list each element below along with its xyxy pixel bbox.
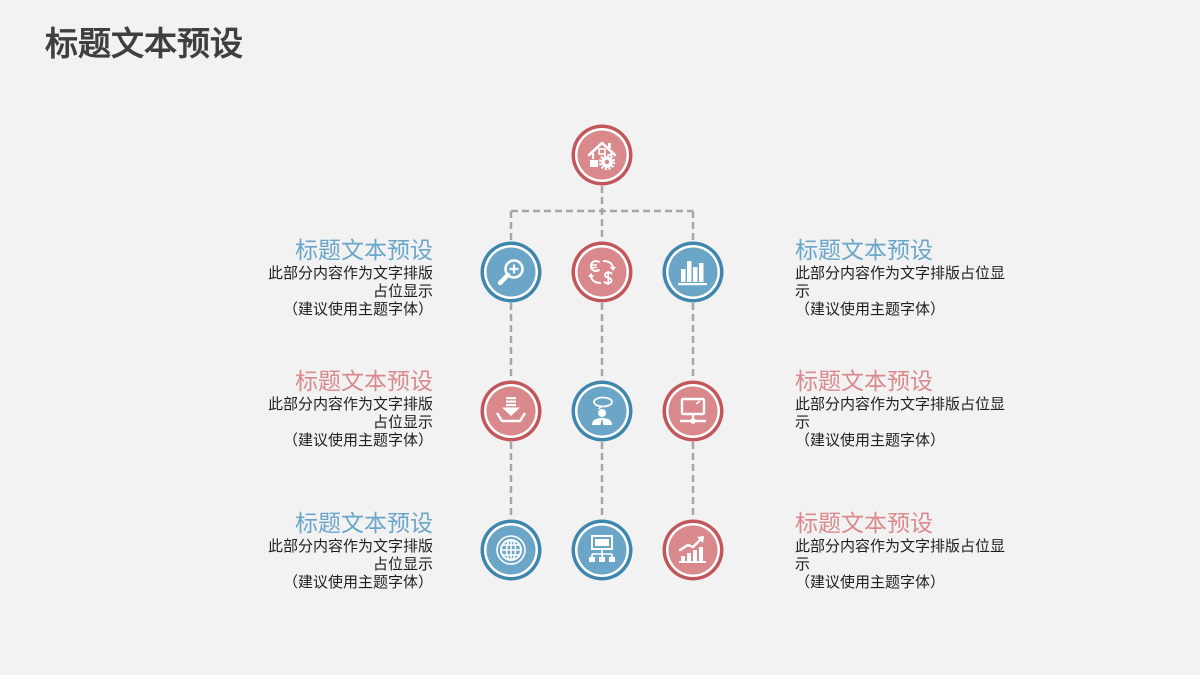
block-title: 标题文本预设 [795, 238, 933, 264]
node-fill [577, 130, 627, 180]
bar-chart-icon [678, 261, 707, 286]
block-title: 标题文本预设 [295, 369, 433, 395]
node-row1-col3 [662, 241, 724, 303]
node-row3-col2 [571, 519, 633, 581]
person-speech-icon [592, 396, 613, 425]
network-computer-icon [589, 535, 615, 562]
node-row3-col3 [662, 519, 724, 581]
block-body: 此部分内容作为文字排版占位显示 [267, 395, 433, 431]
block-note: （建议使用主题字体） [282, 300, 433, 318]
monitor-icon [680, 397, 706, 424]
block-note: （建议使用主题字体） [282, 431, 433, 449]
download-tray-icon [495, 397, 527, 423]
text-block-right-2: 标题文本预设 此部分内容作为文字排版占位显示 （建议使用主题字体） [795, 369, 1007, 449]
block-body: 此部分内容作为文字排版占位显示 [795, 395, 1006, 431]
growth-chart-icon [678, 536, 706, 563]
block-body: 此部分内容作为文字排版占位显示 [267, 264, 433, 300]
currency-exchange-icon [588, 260, 616, 285]
block-note: （建议使用主题字体） [282, 573, 433, 591]
text-block-left-1: 标题文本预设 此部分内容作为文字排版占位显示 （建议使用主题字体） [267, 238, 433, 318]
text-block-left-3: 标题文本预设 此部分内容作为文字排版占位显示 （建议使用主题字体） [267, 511, 433, 591]
block-body: 此部分内容作为文字排版占位显示 [267, 537, 433, 573]
node-fill [577, 247, 627, 297]
page-title: 标题文本预设 [45, 24, 243, 63]
block-body: 此部分内容作为文字排版占位显示 [795, 264, 1006, 300]
block-title: 标题文本预设 [295, 238, 433, 264]
node-row3-col1 [480, 519, 542, 581]
node-fill [486, 247, 536, 297]
node-row2-col1 [480, 380, 542, 442]
text-block-right-1: 标题文本预设 此部分内容作为文字排版占位显示 （建议使用主题字体） [795, 238, 1007, 318]
globe-icon [496, 535, 526, 565]
block-title: 标题文本预设 [795, 369, 933, 395]
node-fill [668, 386, 718, 436]
block-note: （建议使用主题字体） [795, 573, 946, 591]
node-row2-col3 [662, 380, 724, 442]
block-note: （建议使用主题字体） [795, 431, 946, 449]
text-block-left-2: 标题文本预设 此部分内容作为文字排版占位显示 （建议使用主题字体） [267, 369, 433, 449]
connectors [509, 186, 695, 519]
node-row1-col2 [571, 241, 633, 303]
node-root [571, 124, 633, 186]
magnifier-plus-icon [497, 259, 524, 286]
text-block-right-3: 标题文本预设 此部分内容作为文字排版占位显示 （建议使用主题字体） [795, 511, 1007, 591]
node-row2-col2 [571, 380, 633, 442]
block-body: 此部分内容作为文字排版占位显示 [795, 537, 1006, 573]
node-row1-col1 [480, 241, 542, 303]
block-title: 标题文本预设 [795, 511, 933, 537]
block-note: （建议使用主题字体） [795, 300, 946, 318]
block-title: 标题文本预设 [295, 511, 433, 537]
house-gear-icon [587, 141, 617, 171]
